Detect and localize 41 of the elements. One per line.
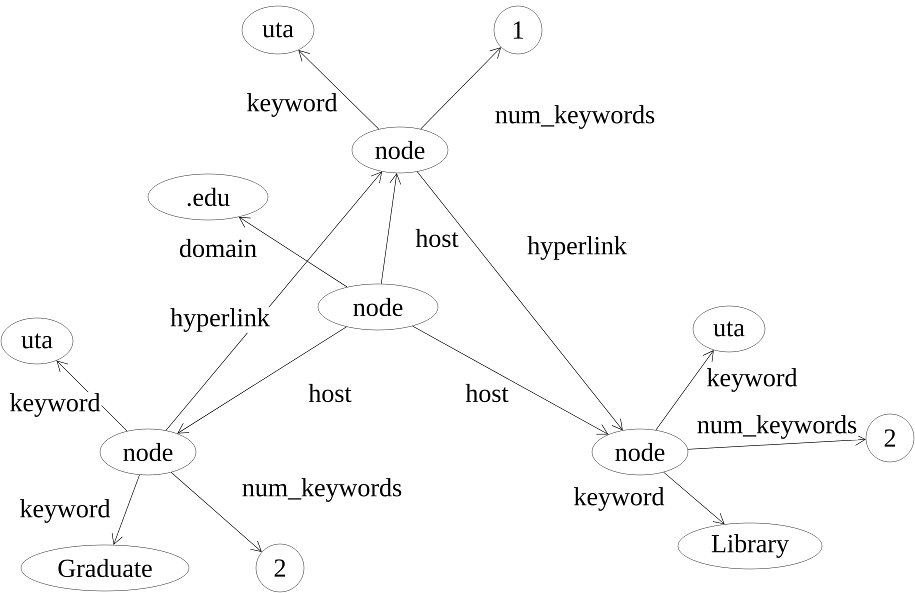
ellipse-node: uta: [692, 306, 766, 352]
ellipse-node: .edu: [148, 174, 268, 220]
ellipse-node: node: [352, 126, 448, 174]
circle-node: 1: [494, 6, 542, 54]
ellipse-node: uta: [0, 318, 74, 364]
edge-label: hyperlink: [169, 307, 271, 333]
arrow: [166, 172, 382, 431]
arrow: [112, 474, 140, 545]
edge-label: keyword: [706, 367, 798, 393]
edge-label: domain: [178, 238, 258, 258]
arrow: [380, 173, 402, 284]
edge-label: host: [414, 228, 460, 248]
arrow: [416, 171, 623, 430]
circle-node: 2: [256, 544, 304, 592]
arrow: [238, 216, 348, 288]
edge-label: keyword: [18, 498, 112, 524]
edge-label: host: [307, 382, 353, 404]
ellipse-node: Library: [678, 522, 822, 570]
ellipse-node: Graduate: [20, 544, 190, 592]
arrow: [170, 472, 262, 552]
ellipse-node: node: [318, 284, 438, 330]
edge-label: keyword: [246, 92, 338, 118]
edge-label: keyword: [8, 392, 102, 418]
arrow: [420, 47, 502, 130]
circle-node: 2: [866, 414, 914, 462]
arrow: [656, 350, 714, 430]
arrow: [663, 472, 725, 524]
ellipse-node: node: [592, 428, 688, 476]
arrow: [298, 50, 380, 130]
arrow: [56, 360, 128, 432]
edge-label: keyword: [572, 486, 666, 512]
ellipse-node: uta: [242, 6, 314, 54]
edge-label: num_keywords: [494, 104, 656, 130]
arrow: [177, 326, 347, 434]
ellipse-node: node: [100, 428, 196, 476]
edge-label: num_keywords: [240, 477, 404, 503]
arrow: [688, 434, 866, 450]
arrow: [412, 326, 608, 434]
edge-label: num_keywords: [696, 414, 858, 440]
edge-label: host: [464, 382, 510, 404]
edge-label: hyperlink: [526, 235, 628, 261]
